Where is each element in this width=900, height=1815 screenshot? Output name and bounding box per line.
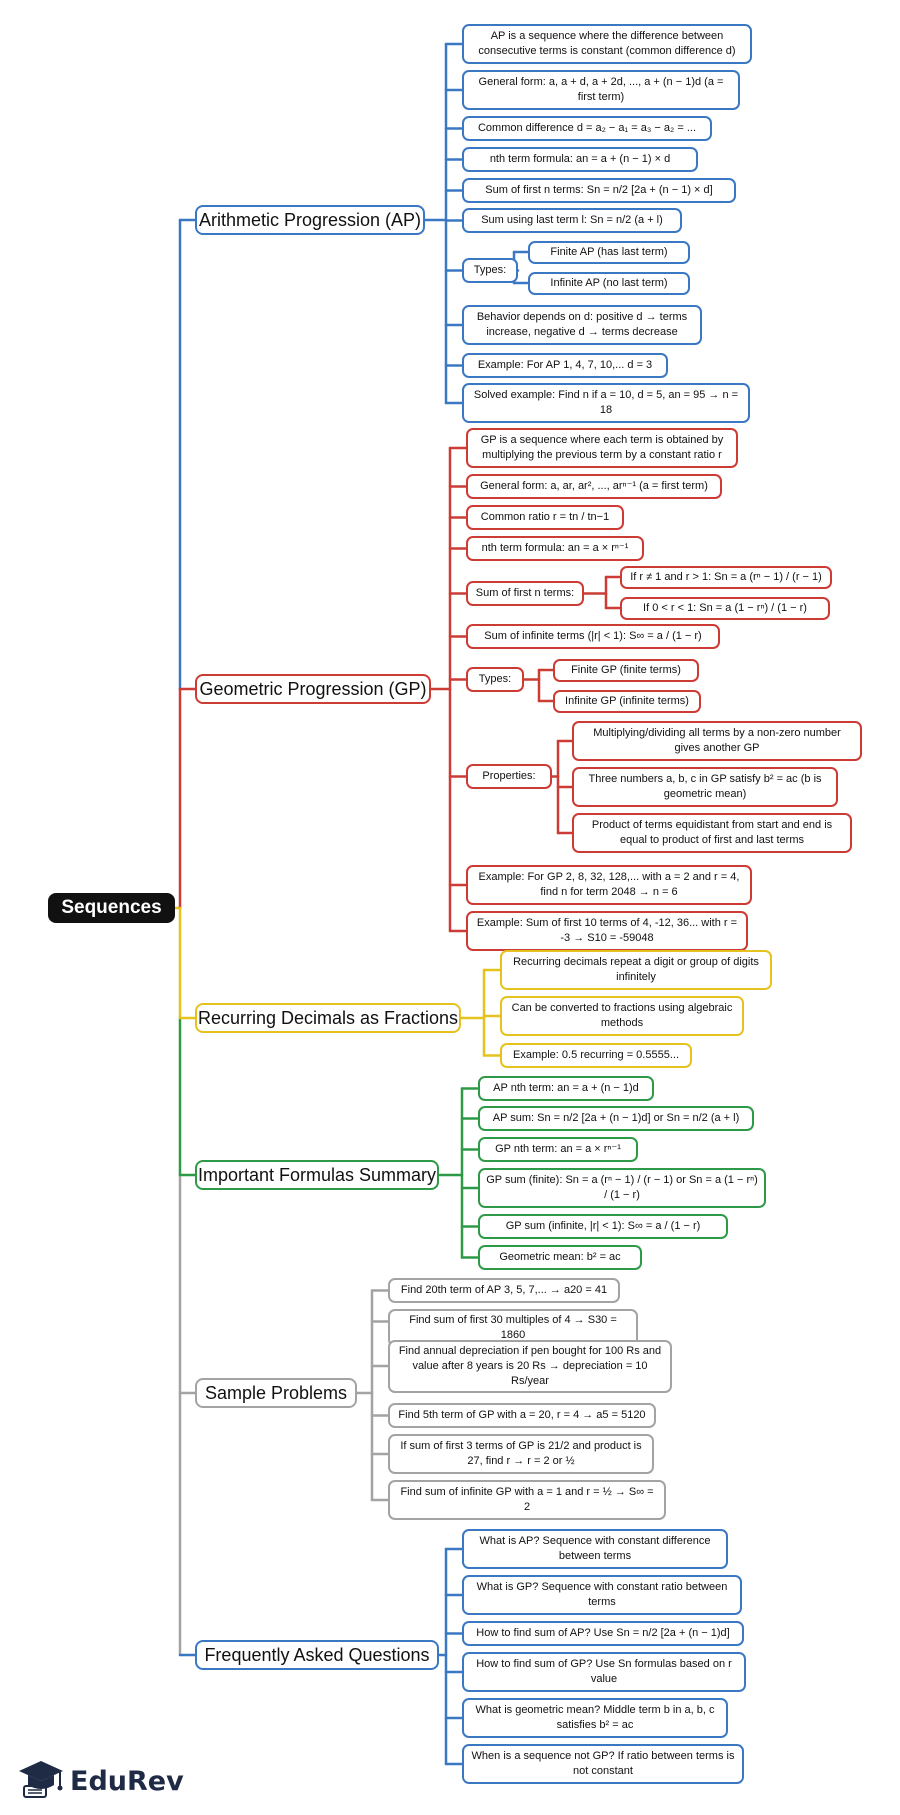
leaf-node: AP sum: Sn = n/2 [2a + (n − 1)d] or Sn =… xyxy=(478,1106,754,1131)
leaf-node: Three numbers a, b, c in GP satisfy b² =… xyxy=(572,767,838,807)
leaf-node: Example: Sum of first 10 terms of 4, -12… xyxy=(466,911,748,951)
leaf-node: What is GP? Sequence with constant ratio… xyxy=(462,1575,742,1615)
leaf-node: If 0 < r < 1: Sn = a (1 − rⁿ) / (1 − r) xyxy=(620,597,830,620)
leaf-node: How to find sum of GP? Use Sn formulas b… xyxy=(462,1652,746,1692)
leaf-node: Example: For GP 2, 8, 32, 128,... with a… xyxy=(466,865,752,905)
leaf-node: Multiplying/dividing all terms by a non-… xyxy=(572,721,862,761)
leaf-node: Can be converted to fractions using alge… xyxy=(500,996,744,1036)
leaf-node: nth term formula: an = a × rⁿ⁻¹ xyxy=(466,536,644,561)
brand-logo: EduRev xyxy=(18,1758,184,1805)
leaf-node: Types: xyxy=(462,258,518,283)
leaf-node: How to find sum of AP? Use Sn = n/2 [2a … xyxy=(462,1621,744,1646)
leaf-node: GP sum (infinite, |r| < 1): S∞ = a / (1 … xyxy=(478,1214,728,1239)
leaf-node: Sum using last term l: Sn = n/2 (a + l) xyxy=(462,208,682,233)
leaf-node: Find 5th term of GP with a = 20, r = 4 →… xyxy=(388,1403,656,1428)
leaf-node: If sum of first 3 terms of GP is 21/2 an… xyxy=(388,1434,654,1474)
brand-name: EduRev xyxy=(70,1766,184,1797)
leaf-node: Common ratio r = tn / tn−1 xyxy=(466,505,624,530)
leaf-node: Example: 0.5 recurring = 0.5555... xyxy=(500,1043,692,1068)
branch-node-rd: Recurring Decimals as Fractions xyxy=(195,1003,461,1033)
leaf-node: When is a sequence not GP? If ratio betw… xyxy=(462,1744,744,1784)
leaf-node: GP is a sequence where each term is obta… xyxy=(466,428,738,468)
leaf-node: Find sum of infinite GP with a = 1 and r… xyxy=(388,1480,666,1520)
leaf-node: Geometric mean: b² = ac xyxy=(478,1245,642,1270)
leaf-node: Sum of first n terms: Sn = n/2 [2a + (n … xyxy=(462,178,736,203)
branch-node-gp: Geometric Progression (GP) xyxy=(195,674,431,704)
leaf-node: What is AP? Sequence with constant diffe… xyxy=(462,1529,728,1569)
leaf-node: If r ≠ 1 and r > 1: Sn = a (rⁿ − 1) / (r… xyxy=(620,566,832,589)
branch-node-ap: Arithmetic Progression (AP) xyxy=(195,205,425,235)
leaf-node: Recurring decimals repeat a digit or gro… xyxy=(500,950,772,990)
leaf-node: nth term formula: an = a + (n − 1) × d xyxy=(462,147,698,172)
leaf-node: Common difference d = a₂ − a₁ = a₃ − a₂ … xyxy=(462,116,712,141)
leaf-node: Find 20th term of AP 3, 5, 7,... → a20 =… xyxy=(388,1278,620,1303)
root-node: Sequences xyxy=(48,893,175,923)
leaf-node: Finite GP (finite terms) xyxy=(553,659,699,682)
branch-node-sp: Sample Problems xyxy=(195,1378,357,1408)
leaf-node: What is geometric mean? Middle term b in… xyxy=(462,1698,728,1738)
leaf-node: Finite AP (has last term) xyxy=(528,241,690,264)
leaf-node: Behavior depends on d: positive d → term… xyxy=(462,305,702,345)
leaf-node: Properties: xyxy=(466,764,552,789)
leaf-node: Infinite GP (infinite terms) xyxy=(553,690,701,713)
leaf-node: GP nth term: an = a × rⁿ⁻¹ xyxy=(478,1137,638,1162)
leaf-node: Types: xyxy=(466,667,524,692)
leaf-node: Sum of first n terms: xyxy=(466,581,584,606)
leaf-node: General form: a, ar, ar², ..., arⁿ⁻¹ (a … xyxy=(466,474,722,499)
leaf-node: Infinite AP (no last term) xyxy=(528,272,690,295)
branch-node-fs: Important Formulas Summary xyxy=(195,1160,439,1190)
leaf-node: Find annual depreciation if pen bought f… xyxy=(388,1340,672,1393)
leaf-node: Sum of infinite terms (|r| < 1): S∞ = a … xyxy=(466,624,720,649)
leaf-node: AP is a sequence where the difference be… xyxy=(462,24,752,64)
graduation-cap-icon xyxy=(18,1758,64,1805)
branch-node-faq: Frequently Asked Questions xyxy=(195,1640,439,1670)
leaf-node: AP nth term: an = a + (n − 1)d xyxy=(478,1076,654,1101)
leaf-node: General form: a, a + d, a + 2d, ..., a +… xyxy=(462,70,740,110)
leaf-node: Solved example: Find n if a = 10, d = 5,… xyxy=(462,383,750,423)
leaf-node: Example: For AP 1, 4, 7, 10,... d = 3 xyxy=(462,353,668,378)
leaf-node: Product of terms equidistant from start … xyxy=(572,813,852,853)
leaf-node: GP sum (finite): Sn = a (rⁿ − 1) / (r − … xyxy=(478,1168,766,1208)
